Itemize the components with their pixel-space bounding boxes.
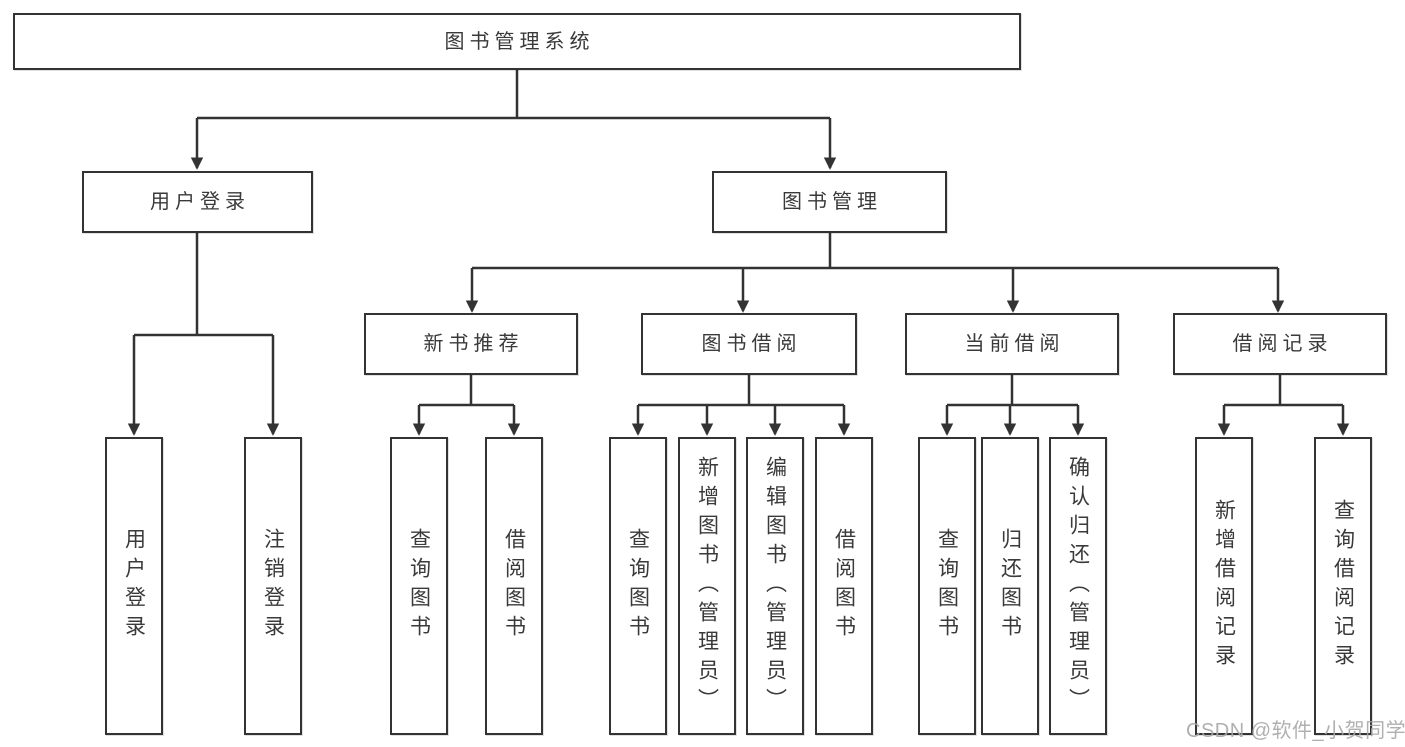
leaf-add-borrow-record-label: 新增借阅记录 [1212,499,1236,673]
leaf-confirm-return-admin-label: 确认归还（管理员） [1066,455,1090,717]
leaf-user-login-label: 用户登录 [122,528,146,644]
leaf-borrow-books-1-label: 借阅图书 [502,528,526,644]
node-book-borrow-label: 图书借阅 [701,333,802,355]
leaf-borrow-books-2: 借阅图书 [815,437,873,735]
leaf-query-books-1: 查询图书 [390,437,448,735]
leaf-query-borrow-record: 查询借阅记录 [1314,437,1372,735]
node-user-login: 用户登录 [82,171,313,233]
watermark: CSDN @软件_小贺同学 [1186,720,1405,742]
leaf-query-borrow-record-label: 查询借阅记录 [1331,499,1355,673]
node-new-book-recommend: 新书推荐 [364,313,578,375]
node-user-login-label: 用户登录 [150,191,250,213]
node-borrow-records-label: 借阅记录 [1232,333,1333,355]
leaf-query-books-2-label: 查询图书 [626,528,650,644]
leaf-logout: 注销登录 [244,437,302,735]
leaf-edit-books-admin-label: 编辑图书（管理员） [763,455,787,717]
leaf-borrow-books-2-label: 借阅图书 [832,528,856,644]
leaf-confirm-return-admin: 确认归还（管理员） [1049,437,1107,735]
leaf-query-books-3-label: 查询图书 [935,528,959,644]
node-root: 图书管理系统 [13,13,1021,70]
node-current-borrow-label: 当前借阅 [964,333,1065,355]
leaf-query-books-2: 查询图书 [609,437,667,735]
node-book-management: 图书管理 [712,171,947,233]
leaf-return-books: 归还图书 [981,437,1039,735]
node-borrow-records: 借阅记录 [1173,313,1387,375]
leaf-user-login: 用户登录 [105,437,163,735]
leaf-return-books-label: 归还图书 [998,528,1022,644]
leaf-borrow-books-1: 借阅图书 [485,437,543,735]
leaf-edit-books-admin: 编辑图书（管理员） [746,437,804,735]
node-new-book-recommend-label: 新书推荐 [423,333,524,355]
leaf-query-books-3: 查询图书 [918,437,976,735]
leaf-query-books-1-label: 查询图书 [407,528,431,644]
leaf-add-books-admin: 新增图书（管理员） [678,437,736,735]
leaf-add-books-admin-label: 新增图书（管理员） [695,455,719,717]
node-book-management-label: 图书管理 [782,191,882,213]
leaf-logout-label: 注销登录 [261,528,285,644]
node-root-label: 图书管理系统 [444,30,595,53]
node-book-borrow: 图书借阅 [641,313,857,375]
leaf-add-borrow-record: 新增借阅记录 [1195,437,1253,735]
node-current-borrow: 当前借阅 [905,313,1119,375]
